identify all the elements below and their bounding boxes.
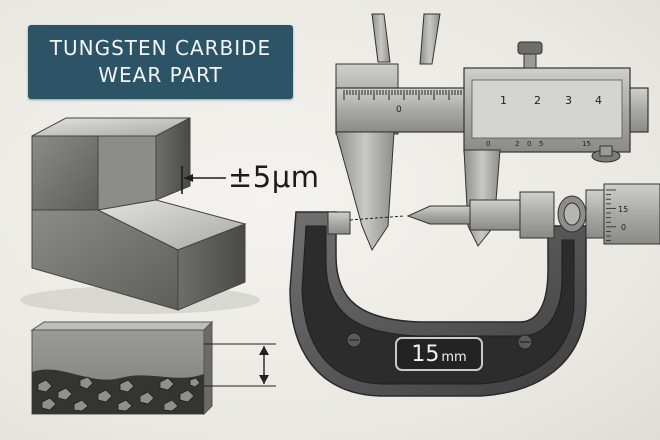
caliper-main-scale-3: 3 — [565, 94, 572, 107]
readout-unit: mm — [441, 350, 467, 365]
caliper-main-scale-1: 1 — [500, 94, 507, 107]
thimble-scale-15: 15 — [618, 205, 628, 214]
l-shaped-block-icon — [20, 117, 260, 314]
tolerance-label: ±5μm — [228, 160, 320, 194]
caliper-main-scale-0: 0 — [396, 105, 402, 115]
caliper-vernier-scale-2: 0 — [527, 140, 531, 148]
tolerance-marker-icon — [181, 166, 226, 194]
micrometer-readout: 15 mm — [395, 337, 483, 371]
thimble-scale-0: 0 — [621, 223, 626, 232]
caliper-vernier-scale-1: 2 — [515, 140, 519, 148]
title-line-1: TUNGSTEN CARBIDE — [49, 36, 272, 60]
caliper-vernier-scale-4: 15 — [582, 140, 591, 148]
caliper-main-scale-2: 2 — [534, 94, 541, 107]
micrometer-icon — [289, 183, 660, 397]
readout-value: 15 — [411, 342, 440, 367]
caliper-main-scale-4: 4 — [595, 94, 602, 107]
thickness-dimension-icon — [204, 343, 276, 387]
caliper-vernier-scale-0: 0 — [486, 140, 490, 148]
title-line-2: WEAR PART — [98, 63, 223, 87]
title-banner: TUNGSTEN CARBIDE WEAR PART — [28, 25, 293, 99]
caliper-vernier-scale-3: 5 — [539, 140, 543, 148]
vernier-caliper-icon — [335, 13, 649, 252]
cross-section-block-icon — [30, 320, 214, 416]
